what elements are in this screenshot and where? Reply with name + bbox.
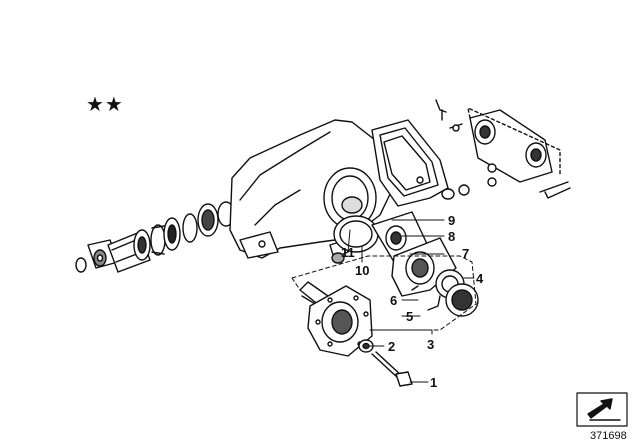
output-flange (299, 281, 373, 357)
callout-8[interactable]: 8 (448, 229, 456, 244)
callout-6[interactable]: 6 (390, 293, 398, 308)
note-stars: ★★ (86, 94, 124, 116)
callout-5[interactable]: 5 (406, 309, 414, 324)
mount-bracket (435, 99, 571, 199)
side-output-assembly (333, 211, 479, 317)
housing-cover (371, 119, 449, 207)
callout-1[interactable]: 1 (430, 375, 438, 390)
callout-3[interactable]: 3 (427, 337, 435, 352)
assembly-outlines (291, 255, 477, 331)
diagram-number: 371698 (590, 430, 627, 442)
arrow-icon (576, 392, 628, 427)
washer-bolt (358, 339, 413, 387)
callout-7[interactable]: 7 (462, 246, 470, 261)
callout-10[interactable]: 10 (355, 263, 370, 278)
callout-2[interactable]: 2 (388, 339, 396, 354)
callout-11[interactable]: 11 (341, 245, 355, 260)
callout-4[interactable]: 4 (476, 271, 484, 286)
callout-9[interactable]: 9 (448, 213, 456, 228)
leader-lines (347, 219, 475, 383)
